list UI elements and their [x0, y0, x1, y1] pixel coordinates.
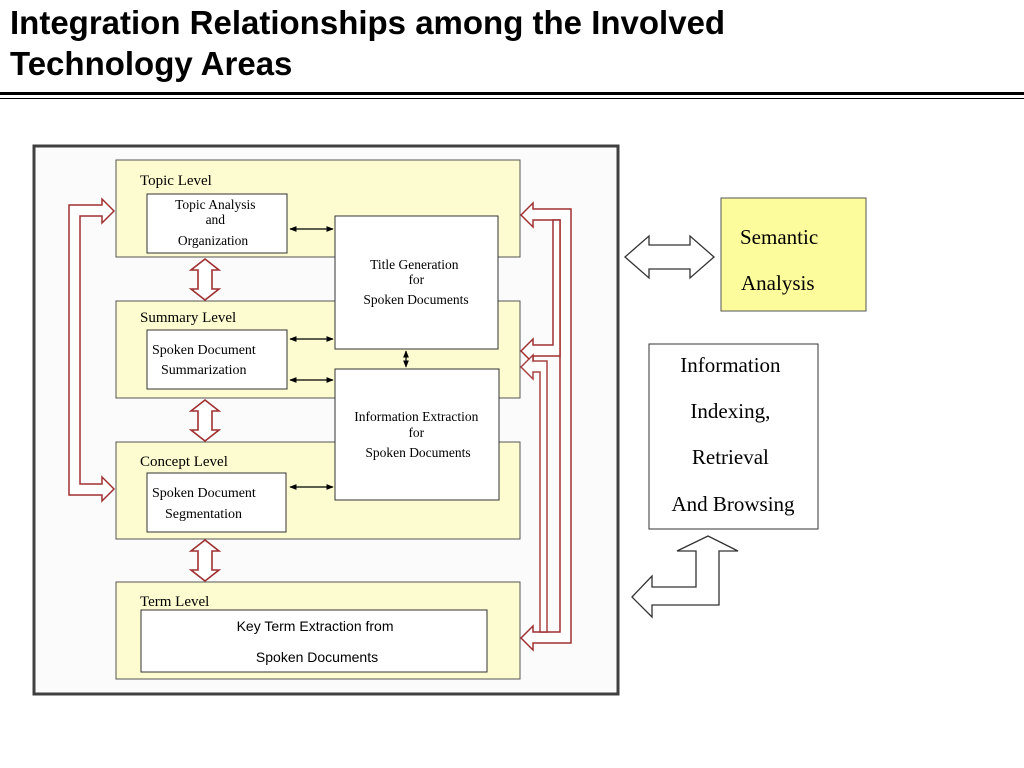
slide-title-line2: Technology Areas [10, 45, 293, 82]
connector-arrows [289, 226, 409, 490]
term-level-label: Term Level [140, 594, 209, 610]
info-extraction-line3: Spoken Documents [365, 445, 470, 460]
semantic-line1: Semantic [740, 225, 818, 249]
retrieval-line2: Indexing, [690, 399, 770, 423]
segmentation-line1: Spoken Document [152, 486, 256, 501]
title-generation-box [334, 215, 499, 350]
retrieval-line4: And Browsing [671, 492, 795, 516]
segmentation-text: Spoken Document Segmentation [152, 486, 259, 522]
information-retrieval-text: Information Indexing, Retrieval And Brow… [671, 353, 795, 516]
info-extraction-text: Information Extraction for Spoken Docume… [354, 409, 481, 460]
info-extraction-line2: for [408, 425, 424, 440]
key-term-text: Key Term Extraction from Spoken Document… [237, 618, 398, 665]
summarization-text: Spoken Document Summarization [152, 343, 259, 378]
key-term-line1: Key Term Extraction from [237, 618, 394, 634]
title-divider-thin [0, 98, 1024, 99]
title-generation-text: Title Generation for Spoken Documents [363, 257, 468, 307]
retrieval-line1: Information [680, 353, 781, 377]
concept-level-label: Concept Level [140, 454, 228, 470]
level-updown-arrow-2 [188, 398, 222, 443]
information-retrieval-box [648, 343, 819, 530]
summary-level-label: Summary Level [140, 310, 236, 326]
title-generation-line1: Title Generation [370, 257, 459, 272]
topic-analysis-box [146, 193, 288, 254]
topic-analysis-line2: and [206, 212, 226, 227]
semantic-double-arrow [624, 234, 715, 280]
right-inner-arrow [519, 353, 548, 633]
topic-analysis-line3: Organization [178, 233, 248, 248]
level-updown-arrow-1 [188, 257, 222, 302]
info-extraction-line1: Information Extraction [354, 409, 478, 424]
semantic-line2: Analysis [741, 271, 815, 295]
info-extraction-box [334, 368, 500, 501]
segmentation-box [146, 472, 287, 533]
key-term-line2: Spoken Documents [256, 649, 378, 665]
left-loop-arrow [68, 197, 116, 503]
semantic-analysis-box [720, 197, 867, 312]
topic-analysis-line1: Topic Analysis [175, 197, 255, 212]
retrieval-line3: Retrieval [692, 445, 769, 469]
segmentation-line2: Segmentation [165, 507, 242, 522]
summarization-line2: Summarization [161, 363, 247, 378]
topic-level-label: Topic Level [140, 173, 212, 189]
summarization-line1: Spoken Document [152, 343, 256, 358]
title-divider [0, 92, 1024, 95]
semantic-analysis-text: Semantic Analysis [740, 225, 823, 295]
title-generation-line2: for [408, 272, 424, 287]
title-generation-line3: Spoken Documents [363, 292, 468, 307]
summarization-box [146, 329, 288, 390]
level-updown-arrow-3 [188, 538, 222, 583]
retrieval-bent-arrow [631, 535, 739, 619]
right-outer-loop-arrow [519, 201, 572, 652]
slide-title: Integration Relationships among the Invo… [10, 2, 1010, 84]
topic-analysis-text: Topic Analysis and Organization [175, 197, 259, 248]
slide-title-line1: Integration Relationships among the Invo… [10, 4, 726, 41]
key-term-box [140, 609, 488, 673]
